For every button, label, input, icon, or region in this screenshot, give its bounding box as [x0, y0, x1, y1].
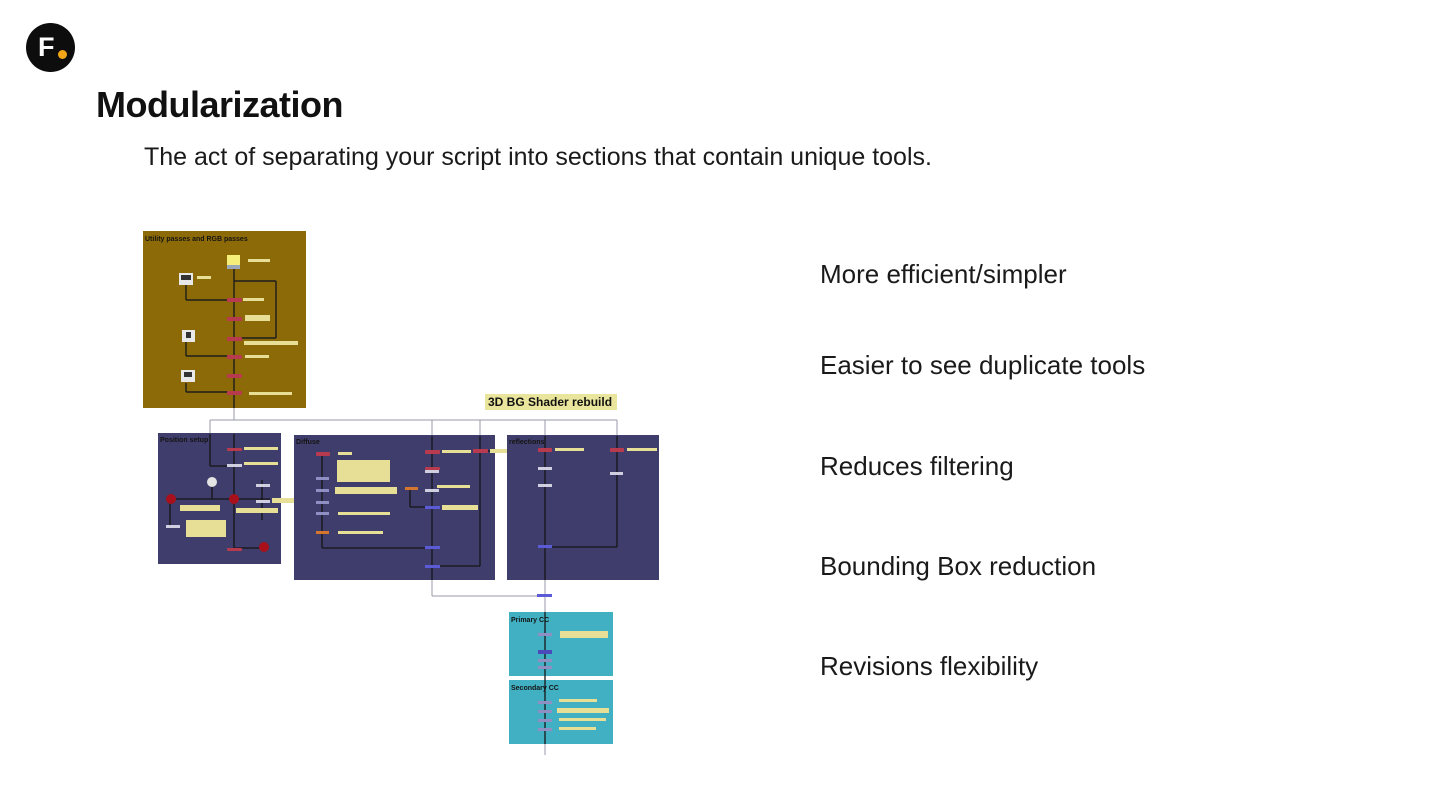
- backdrop-reflections: [507, 435, 659, 580]
- backdrop-secondary-label: Secondary CC: [511, 685, 559, 692]
- backdrop-utility: [143, 231, 306, 408]
- bullet-item: More efficient/simpler: [820, 259, 1067, 289]
- backdrop-diffuse-label: Diffuse: [296, 439, 320, 446]
- shader-rebuild-label: 3D BG Shader rebuild: [488, 395, 612, 409]
- logo-letter: F: [38, 32, 55, 62]
- backdrop-reflections-label: reflections: [509, 439, 545, 446]
- backdrop-utility-label: Utility passes and RGB passes: [145, 236, 248, 243]
- graph-connections: [209, 408, 618, 755]
- bullet-item: Reduces filtering: [820, 451, 1014, 481]
- shader-label-bg: [485, 394, 617, 410]
- bullet-item: Easier to see duplicate tools: [820, 350, 1146, 380]
- backdrop-position-label: Position setup: [160, 437, 208, 444]
- logo-dot: [58, 50, 67, 59]
- backdrop-primary-cc: [509, 612, 613, 676]
- slide-subtitle: The act of separating your script into s…: [144, 143, 932, 171]
- brand-logo: F: [26, 23, 75, 72]
- backdrop-primary-label: Primary CC: [511, 617, 549, 624]
- bullet-item: Bounding Box reduction: [820, 551, 1097, 581]
- bullet-item: Revisions flexibility: [820, 651, 1039, 681]
- slide-title: Modularization: [96, 84, 344, 125]
